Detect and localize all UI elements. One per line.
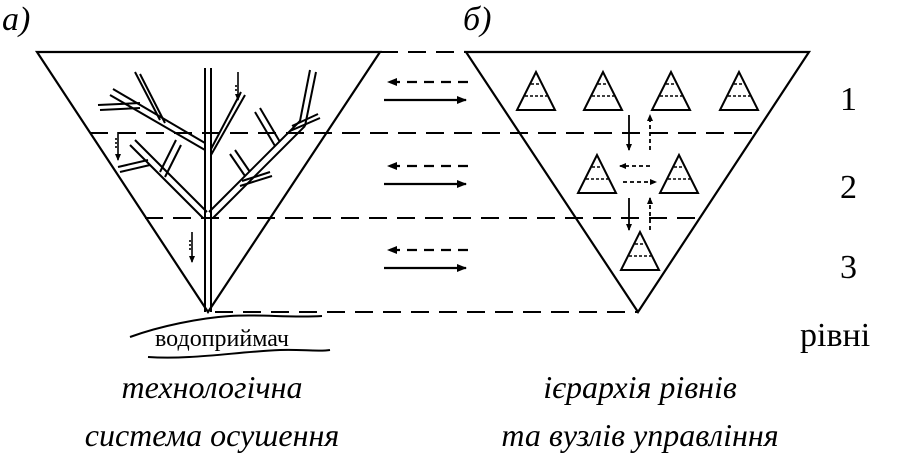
node-level1-2 xyxy=(582,69,624,111)
exchange-arrows xyxy=(384,78,468,272)
receiver-ground xyxy=(129,314,331,359)
level-number-1: 1 xyxy=(840,81,857,118)
node-level2-2 xyxy=(658,152,700,194)
levels-title: рівні xyxy=(800,317,870,354)
level-separators xyxy=(90,51,755,313)
drainage-system-triangle xyxy=(34,50,383,314)
level-number-2: 2 xyxy=(840,169,857,206)
right-caption-line2: та вузлів управління xyxy=(501,417,778,453)
panel-a-label: а) xyxy=(2,1,30,38)
node-level1-3 xyxy=(650,69,692,111)
receiver-label: водоприймач xyxy=(155,326,289,352)
panel-b-label: б) xyxy=(463,1,491,38)
node-level2-1 xyxy=(576,152,618,194)
left-caption-line2: система осушення xyxy=(85,417,340,453)
level-number-3: 3 xyxy=(840,249,857,286)
node-level1-4 xyxy=(718,69,760,111)
flow-indicators-left xyxy=(115,72,241,263)
hierarchy-triangle xyxy=(463,50,812,314)
node-level3-1 xyxy=(619,229,661,271)
control-nodes xyxy=(515,69,760,271)
right-caption-line1: ієрархія рівнів xyxy=(543,369,737,405)
node-level1-1 xyxy=(515,69,557,111)
left-caption-line1: технологічна xyxy=(121,369,302,405)
drainage-network-tree xyxy=(97,68,321,312)
